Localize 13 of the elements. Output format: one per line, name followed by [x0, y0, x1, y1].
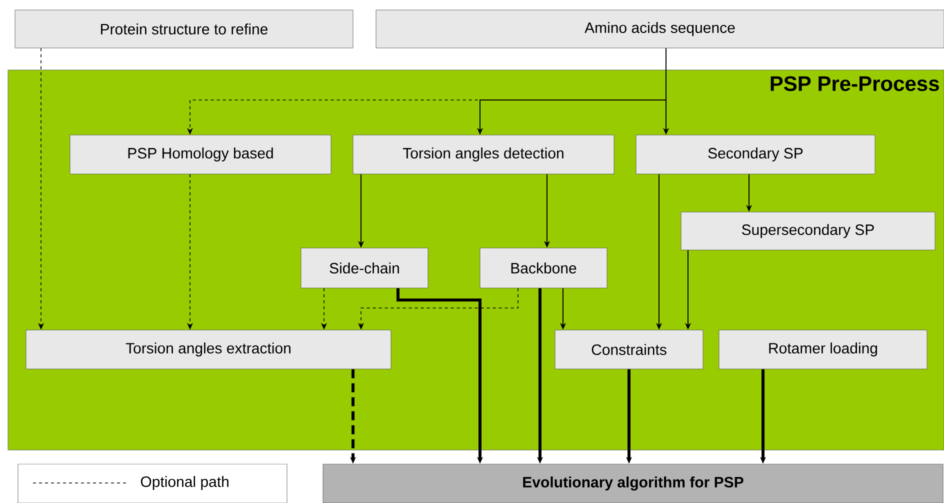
legend-text: Optional path	[140, 476, 228, 490]
process-box: Supersecondary SP	[680, 212, 936, 250]
algorithm-box: Evolutionary algorithm for PSP	[322, 464, 944, 503]
process-box: Side-chain	[300, 248, 428, 288]
process-box: Secondary SP	[636, 134, 876, 174]
process-box: PSP Homology based	[70, 134, 332, 174]
input-box: Amino acids sequence	[376, 10, 944, 48]
process-box: Torsion angles extraction	[26, 330, 392, 370]
process-box: Torsion angles detection	[352, 134, 614, 174]
input-box: Protein structure to refine	[14, 10, 354, 48]
process-box: Backbone	[480, 248, 608, 288]
process-box: Constraints	[554, 330, 704, 370]
process-box: Rotamer loading	[718, 330, 928, 370]
